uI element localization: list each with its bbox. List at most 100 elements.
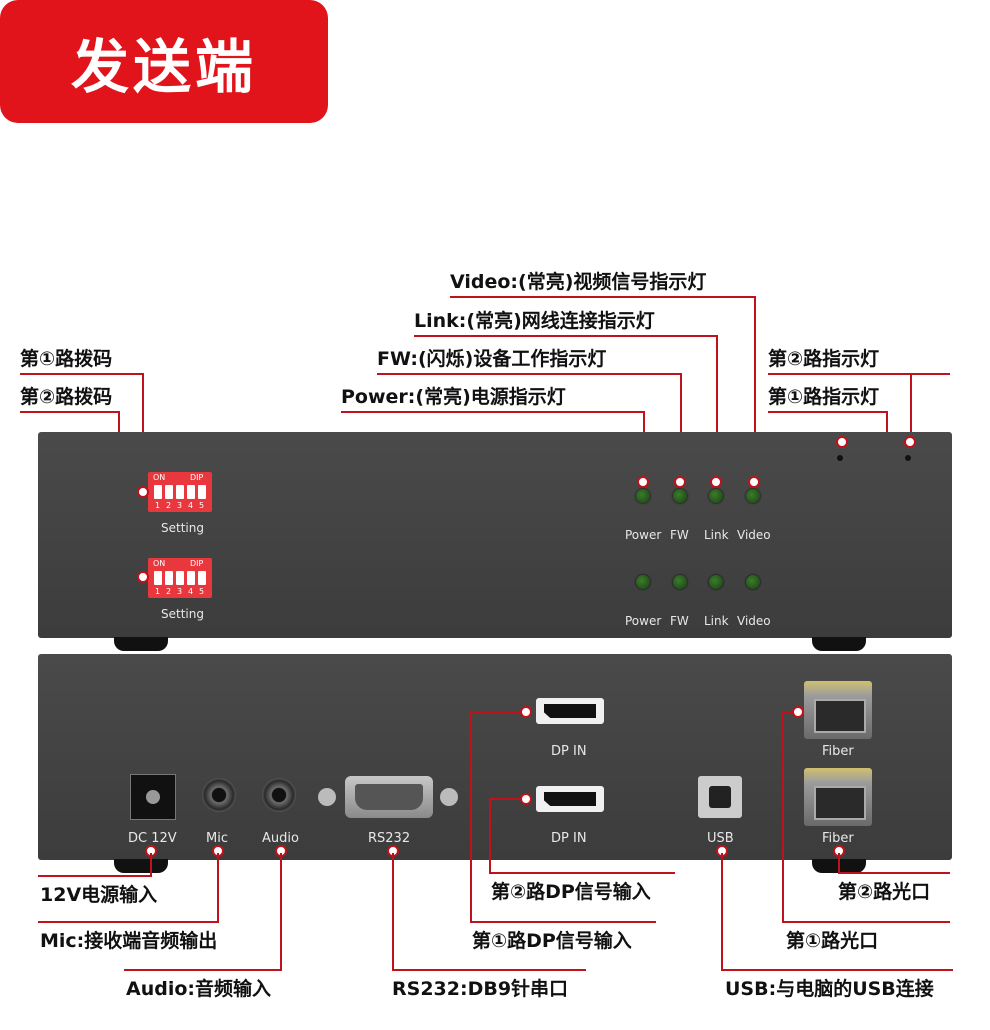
dip-number: 4 <box>188 587 194 596</box>
leader-line <box>489 798 521 800</box>
callout-power: Power:(常亮)电源指示灯 <box>341 386 566 408</box>
dip-toggle[interactable] <box>165 485 173 499</box>
underline <box>341 411 645 413</box>
dip-toggle[interactable] <box>154 485 162 499</box>
setting-label: Setting <box>161 607 204 621</box>
dip-toggle[interactable] <box>187 485 195 499</box>
usb-label: USB <box>707 831 734 846</box>
callout-dc: 12V电源输入 <box>40 884 158 906</box>
leader-line <box>886 411 888 443</box>
callout-ind2: 第②路指示灯 <box>768 348 880 370</box>
leader-line <box>217 853 219 923</box>
underline <box>768 411 888 413</box>
mic-jack[interactable] <box>202 778 236 812</box>
leader-line <box>910 373 912 443</box>
callout-link: Link:(常亮)网线连接指示灯 <box>414 310 655 332</box>
callout-dp2: 第②路DP信号输入 <box>491 881 651 903</box>
underline <box>392 969 586 971</box>
leader-line <box>280 853 282 971</box>
dip-toggle[interactable] <box>198 571 206 585</box>
leader-line <box>782 711 794 713</box>
dp-in-port-1[interactable] <box>536 698 604 724</box>
foot <box>114 859 168 873</box>
rs232-label: RS232 <box>368 831 411 846</box>
fiber-port-1[interactable] <box>804 681 872 739</box>
underline <box>489 872 675 874</box>
dip-number: 3 <box>177 501 183 510</box>
dip-toggle[interactable] <box>154 571 162 585</box>
dip-label: DIP <box>190 559 204 568</box>
underline <box>782 921 950 923</box>
leader-line <box>392 853 394 971</box>
underline <box>124 969 282 971</box>
setting-label: Setting <box>161 521 204 535</box>
leader-line <box>150 853 152 877</box>
fiber-port-2[interactable] <box>804 768 872 826</box>
usb-port[interactable] <box>698 776 742 818</box>
underline <box>20 373 144 375</box>
rear-panel <box>38 654 952 860</box>
leader-line <box>716 335 718 482</box>
callout-dot <box>904 436 916 448</box>
callout-dot <box>137 486 149 498</box>
dip-number: 1 <box>155 587 161 596</box>
led-label: Link <box>704 614 729 628</box>
foot <box>812 637 866 651</box>
screw <box>318 788 336 806</box>
callout-video: Video:(常亮)视频信号指示灯 <box>450 271 707 293</box>
led-label: Video <box>737 528 771 542</box>
video-led <box>746 575 760 589</box>
callout-rs232: RS232:DB9针串口 <box>392 978 569 1000</box>
dip-toggle[interactable] <box>176 571 184 585</box>
dip-number: 2 <box>166 501 172 510</box>
underline <box>768 373 950 375</box>
foot <box>114 637 168 651</box>
fiber-label: Fiber <box>822 744 854 759</box>
dip-number: 1 <box>155 501 161 510</box>
audio-label: Audio <box>262 831 299 846</box>
dip-toggle[interactable] <box>198 485 206 499</box>
dip-switch-2[interactable]: ON DIP 1 2 3 4 5 <box>148 558 212 598</box>
dip-toggle[interactable] <box>165 571 173 585</box>
audio-jack[interactable] <box>262 778 296 812</box>
dip-switch-1[interactable]: ON DIP 1 2 3 4 5 <box>148 472 212 512</box>
led-label: Video <box>737 614 771 628</box>
dp-in-label: DP IN <box>551 831 587 846</box>
callout-dot <box>520 793 532 805</box>
dp-in-port-2[interactable] <box>536 786 604 812</box>
dc-power-jack[interactable] <box>130 774 176 820</box>
leader-line <box>680 373 682 482</box>
underline <box>377 373 682 375</box>
callout-dot <box>836 436 848 448</box>
dc-label: DC 12V <box>128 831 177 846</box>
dip-toggle[interactable] <box>176 485 184 499</box>
leader-line <box>489 798 491 874</box>
dip-number: 5 <box>199 501 205 510</box>
leader-line <box>470 711 472 923</box>
callout-audio: Audio:音频输入 <box>126 978 271 1000</box>
front-panel <box>38 432 952 638</box>
screw <box>440 788 458 806</box>
fw-led <box>673 489 687 503</box>
power-led <box>636 489 650 503</box>
underline <box>38 921 219 923</box>
led-label: FW <box>670 528 689 542</box>
callout-dot <box>674 476 686 488</box>
link-led <box>709 575 723 589</box>
callout-fiber1: 第①路光口 <box>786 930 879 952</box>
leader-line <box>754 296 756 482</box>
callout-dot <box>520 706 532 718</box>
fw-led <box>673 575 687 589</box>
callout-ind1: 第①路指示灯 <box>768 386 880 408</box>
indicator-1 <box>837 455 843 461</box>
dip-toggle[interactable] <box>187 571 195 585</box>
callout-fw: FW:(闪烁)设备工作指示灯 <box>377 348 607 370</box>
rs232-port[interactable] <box>345 776 433 818</box>
callout-dot <box>137 571 149 583</box>
led-label: FW <box>670 614 689 628</box>
video-led <box>746 489 760 503</box>
dip-number: 2 <box>166 587 172 596</box>
dip-number: 4 <box>188 501 194 510</box>
mic-label: Mic <box>206 831 228 846</box>
callout-dip2: 第②路拨码 <box>20 386 113 408</box>
